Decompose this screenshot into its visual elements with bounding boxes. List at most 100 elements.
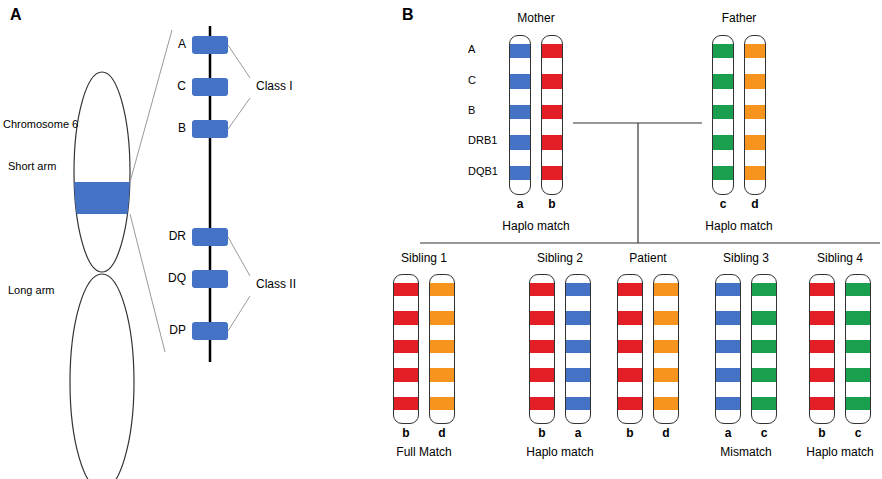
chromosome-outline bbox=[529, 274, 555, 424]
haplotype-letter: a bbox=[665, 427, 791, 441]
label: Chromosome 6 bbox=[3, 118, 78, 131]
allele-band bbox=[654, 368, 678, 382]
allele-band bbox=[716, 311, 740, 325]
person-group: Sibling 3Mismatchac bbox=[709, 252, 783, 460]
chromosome: c bbox=[845, 274, 871, 442]
panel-letter: B bbox=[402, 6, 414, 24]
chromosome-outline bbox=[751, 274, 777, 424]
allele-band bbox=[654, 311, 678, 325]
person-name: Sibling 1 bbox=[337, 252, 511, 266]
label: C bbox=[468, 74, 476, 87]
allele-band bbox=[566, 397, 590, 411]
short-arm bbox=[74, 72, 130, 272]
allele-band bbox=[716, 340, 740, 354]
chromosome: d bbox=[653, 274, 679, 442]
allele-band bbox=[810, 397, 834, 411]
haplotype-letter: a bbox=[515, 427, 641, 441]
label: Long arm bbox=[8, 284, 54, 297]
allele-band bbox=[542, 74, 562, 88]
allele-band bbox=[566, 368, 590, 382]
match-status: Haplo match bbox=[753, 446, 882, 460]
allele-band bbox=[713, 44, 733, 58]
bracket-line bbox=[228, 45, 250, 78]
allele-band bbox=[510, 74, 530, 88]
allele-band bbox=[810, 368, 834, 382]
chromosome-outline bbox=[509, 35, 531, 195]
long-arm bbox=[70, 274, 134, 479]
person-group: Patientbd bbox=[611, 252, 685, 460]
bracket-line bbox=[228, 237, 250, 276]
allele-band bbox=[566, 311, 590, 325]
allele-band bbox=[745, 135, 765, 149]
allele-band bbox=[752, 397, 776, 411]
haplotype-letter: b bbox=[491, 198, 613, 212]
chromosome: d bbox=[744, 35, 766, 213]
allele-band bbox=[542, 44, 562, 58]
chromosome: a bbox=[509, 35, 531, 213]
haplotype-letter: b bbox=[343, 427, 469, 441]
haplotype-letter: c bbox=[662, 198, 784, 212]
leader-line bbox=[130, 214, 165, 352]
person-group: MotherHaplo matchab bbox=[499, 12, 573, 234]
allele-band bbox=[654, 283, 678, 297]
allele-band bbox=[510, 105, 530, 119]
chromosome-outline bbox=[715, 274, 741, 424]
allele-band bbox=[810, 311, 834, 325]
person-name: Patient bbox=[561, 252, 735, 266]
label: Class I bbox=[256, 80, 293, 94]
panel-letter: A bbox=[10, 6, 22, 24]
label: DR bbox=[169, 230, 186, 244]
match-status: Full Match bbox=[337, 446, 511, 460]
match-status: Haplo match bbox=[652, 220, 826, 234]
allele-band bbox=[566, 283, 590, 297]
allele-band bbox=[846, 368, 870, 382]
allele-band bbox=[394, 311, 418, 325]
allele-band bbox=[430, 311, 454, 325]
allele-band bbox=[752, 368, 776, 382]
haplotype-letter: a bbox=[459, 198, 581, 212]
haplotype-letter: b bbox=[567, 427, 693, 441]
gene-box bbox=[192, 78, 228, 96]
label: B bbox=[178, 122, 186, 136]
allele-band bbox=[716, 368, 740, 382]
gene-boxes bbox=[192, 36, 228, 340]
allele-band bbox=[846, 397, 870, 411]
allele-band bbox=[394, 368, 418, 382]
bracket-line bbox=[228, 296, 250, 331]
sibship-line bbox=[420, 242, 880, 243]
gene-box bbox=[192, 228, 228, 246]
allele-band bbox=[713, 166, 733, 180]
gene-box bbox=[192, 36, 228, 54]
allele-band bbox=[430, 283, 454, 297]
person-group: Sibling 1Full Matchbd bbox=[387, 252, 461, 460]
allele-band bbox=[618, 283, 642, 297]
chromosome: d bbox=[429, 274, 455, 442]
match-status: Haplo match bbox=[473, 446, 647, 460]
allele-band bbox=[846, 311, 870, 325]
label: C bbox=[177, 80, 186, 94]
haplotype-letter: c bbox=[701, 427, 827, 441]
chromosome-outline bbox=[653, 274, 679, 424]
allele-band bbox=[618, 397, 642, 411]
allele-band bbox=[430, 397, 454, 411]
allele-band bbox=[810, 283, 834, 297]
chromosome: b bbox=[393, 274, 419, 442]
leader-line bbox=[130, 30, 172, 182]
label: DQ bbox=[168, 272, 186, 286]
person-name: Mother bbox=[449, 12, 623, 26]
haplotype-letter: b bbox=[759, 427, 882, 441]
chromosome: b bbox=[617, 274, 643, 442]
allele-band bbox=[566, 340, 590, 354]
allele-band bbox=[745, 74, 765, 88]
chromosome-outline bbox=[845, 274, 871, 424]
person-name: Sibling 3 bbox=[659, 252, 833, 266]
allele-band bbox=[394, 340, 418, 354]
allele-band bbox=[510, 44, 530, 58]
label: A bbox=[178, 38, 186, 52]
chromosome-outline bbox=[712, 35, 734, 195]
haplotype-letter: c bbox=[795, 427, 882, 441]
allele-band bbox=[530, 283, 554, 297]
gene-box bbox=[192, 322, 228, 340]
allele-band bbox=[745, 44, 765, 58]
allele-band bbox=[713, 135, 733, 149]
